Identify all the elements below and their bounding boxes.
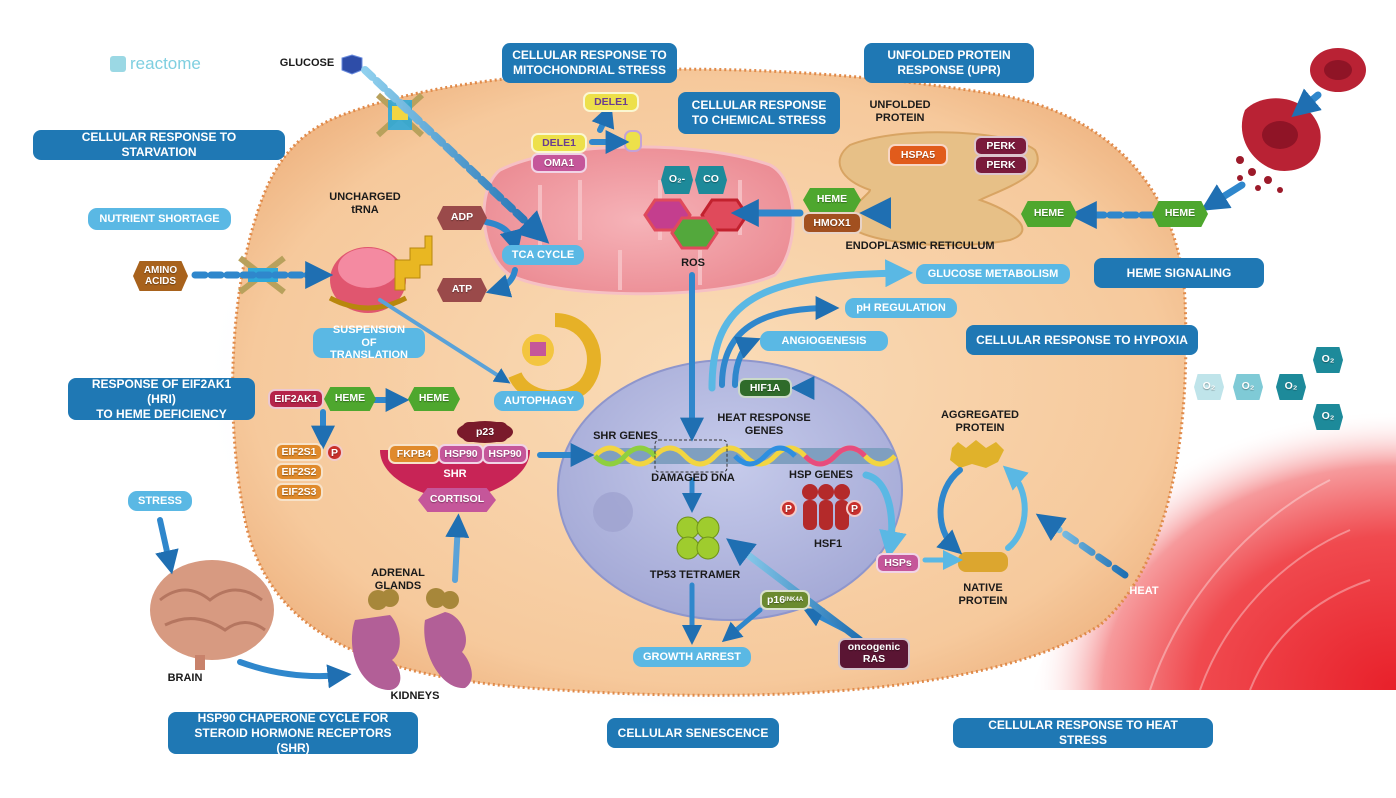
native-protein-shape (958, 552, 1008, 572)
o2-node-c[interactable]: O₂ (1276, 374, 1306, 400)
hsf1-label: HSF1 (813, 538, 843, 550)
reactome-logo[interactable]: reactome (130, 54, 201, 73)
ribosome (328, 247, 408, 313)
glucose-label: GLUCOSE (279, 57, 335, 69)
brain (150, 560, 274, 670)
eif2s2-node[interactable]: EIF2S2 (275, 463, 323, 481)
glucose-transporter (375, 92, 425, 138)
kidneys-label: KIDNEYS (390, 690, 440, 702)
co-node[interactable]: CO (695, 166, 727, 194)
o2-node-a[interactable]: O₂ (1194, 374, 1224, 400)
hsp-genes-label: HSP GENES (789, 469, 853, 481)
o2-node-d[interactable]: O₂ (1313, 347, 1343, 373)
uncharged-trna-label: UNCHARGED tRNA (329, 191, 401, 216)
phospho-eif2s1: P (326, 444, 343, 461)
ph-regulation-pill[interactable]: pH REGULATION (845, 298, 957, 318)
o2-minus-node[interactable]: O₂- (661, 166, 693, 194)
section-starvation-button[interactable]: CELLULAR RESPONSE TO STARVATION (33, 130, 285, 160)
heat-rings (1149, 479, 1371, 691)
eif2s1-node[interactable]: EIF2S1 (275, 443, 323, 461)
hsps-node[interactable]: HSPs (876, 553, 920, 573)
hsp90-node-a[interactable]: HSP90 (438, 444, 484, 464)
phospho-hsf1-right: P (846, 500, 863, 517)
eif2s3-node[interactable]: EIF2S3 (275, 483, 323, 501)
nutrient-shortage-pill[interactable]: NUTRIENT SHORTAGE (88, 208, 231, 230)
autophagy-pill[interactable]: AUTOPHAGY (494, 391, 584, 411)
damaged-dna-label: DAMAGED DNA (651, 472, 735, 484)
oma1-node[interactable]: OMA1 (531, 153, 587, 173)
shr-label: SHR (443, 468, 467, 480)
nucleolus (593, 492, 633, 532)
shr-genes-label: SHR GENES (593, 430, 658, 442)
section-heat-stress-button[interactable]: CELLULAR RESPONSE TO HEAT STRESS (953, 718, 1213, 748)
brain-label: BRAIN (167, 672, 203, 684)
heme-out-node[interactable]: HEME (1152, 201, 1208, 227)
trna-icon (394, 235, 433, 291)
dele1-node[interactable]: DELE1 (531, 133, 587, 153)
p16-superscript: INK4A (785, 597, 804, 603)
tp53-tetramer-label: TP53 TETRAMER (649, 569, 741, 581)
native-protein-label: NATIVE PROTEIN (958, 582, 1008, 607)
stress-pill[interactable]: STRESS (128, 491, 192, 511)
glucose-metabolism-pill[interactable]: GLUCOSE METABOLISM (916, 264, 1070, 284)
eif2ak1-node[interactable]: EIF2AK1 (268, 389, 324, 409)
section-mito-stress-button[interactable]: CELLULAR RESPONSE TO MITOCHONDRIAL STRES… (502, 43, 677, 83)
aggregated-protein-label: AGGREGATED PROTEIN (940, 409, 1020, 434)
heme-hri-2-node[interactable]: HEME (408, 387, 460, 411)
adrenal-glands-label: ADRENAL GLANDS (371, 567, 425, 592)
hspa5-node[interactable]: HSPA5 (888, 144, 948, 166)
cortisol-node[interactable]: CORTISOL (418, 488, 496, 512)
ros-label: ROS (681, 257, 705, 269)
mitochondrion (482, 145, 795, 296)
phospho-hsf1-left: P (780, 500, 797, 517)
nucleus (557, 359, 903, 621)
heat-label: HEAT (1129, 585, 1159, 597)
section-hsp90-button[interactable]: HSP90 CHAPERONE CYCLE FOR STEROID HORMON… (168, 711, 418, 755)
unfolded-protein-label: UNFOLDED PROTEIN (869, 99, 931, 124)
o2-node-e[interactable]: O₂ (1313, 404, 1343, 430)
section-chem-stress-button[interactable]: CELLULAR RESPONSE TO CHEMICAL STRESS (678, 92, 840, 134)
section-hri-button[interactable]: RESPONSE OF EIF2AK1 (HRI) TO HEME DEFICI… (68, 377, 255, 421)
kidneys (351, 588, 472, 690)
dele1-fragment (624, 130, 642, 152)
adp-node[interactable]: ADP (437, 206, 487, 230)
perk-node-1[interactable]: PERK (974, 136, 1028, 156)
hsp90-node-b[interactable]: HSP90 (482, 444, 528, 464)
p23-node[interactable]: p23 (462, 422, 508, 442)
fkpb4-node[interactable]: FKPB4 (388, 444, 440, 464)
er-label: ENDOPLASMIC RETICULUM (845, 240, 995, 252)
dna-strand (593, 439, 897, 473)
heat-response-genes-label: HEAT RESPONSE GENES (717, 412, 811, 437)
heme-mid-node[interactable]: HEME (1021, 201, 1077, 227)
growth-arrest-pill[interactable]: GROWTH ARREST (633, 647, 751, 667)
section-upr-button[interactable]: UNFOLDED PROTEIN RESPONSE (UPR) (864, 43, 1034, 83)
reactome-logo-icon (110, 56, 126, 72)
angiogenesis-pill[interactable]: ANGIOGENESIS (760, 331, 888, 351)
oncogenic-ras-node[interactable]: oncogenic RAS (838, 638, 910, 670)
hsf1-trimer (802, 484, 850, 530)
hif1a-node[interactable]: HIF1A (738, 378, 792, 398)
pathway-arrows (155, 66, 1322, 689)
heme-er-node[interactable]: HEME (803, 188, 861, 212)
amino-acids-node[interactable]: AMINO ACIDS (133, 261, 188, 291)
dele1-top-node[interactable]: DELE1 (583, 92, 639, 112)
heat-source (1030, 410, 1396, 690)
hmox1-node[interactable]: HMOX1 (802, 212, 862, 234)
tp53-tetramer-shape (676, 516, 720, 560)
tca-cycle-pill[interactable]: TCA CYCLE (502, 245, 584, 265)
suspension-translation-pill[interactable]: SUSPENSION OF TRANSLATION (313, 324, 425, 361)
section-senescence-button[interactable]: CELLULAR SENESCENCE (607, 718, 779, 748)
p16-label: p16 (766, 594, 786, 606)
section-heme-signaling-button[interactable]: HEME SIGNALING (1094, 258, 1264, 288)
o2-node-b[interactable]: O₂ (1233, 374, 1263, 400)
rbc-fragments (1236, 156, 1283, 193)
aggregated-protein-shape (950, 440, 1004, 468)
heme-hri-node[interactable]: HEME (324, 387, 376, 411)
perk-node-2[interactable]: PERK (974, 155, 1028, 175)
atp-node[interactable]: ATP (437, 278, 487, 302)
section-hypoxia-button[interactable]: CELLULAR RESPONSE TO HYPOXIA (966, 325, 1198, 355)
glucose-icon (341, 54, 363, 75)
